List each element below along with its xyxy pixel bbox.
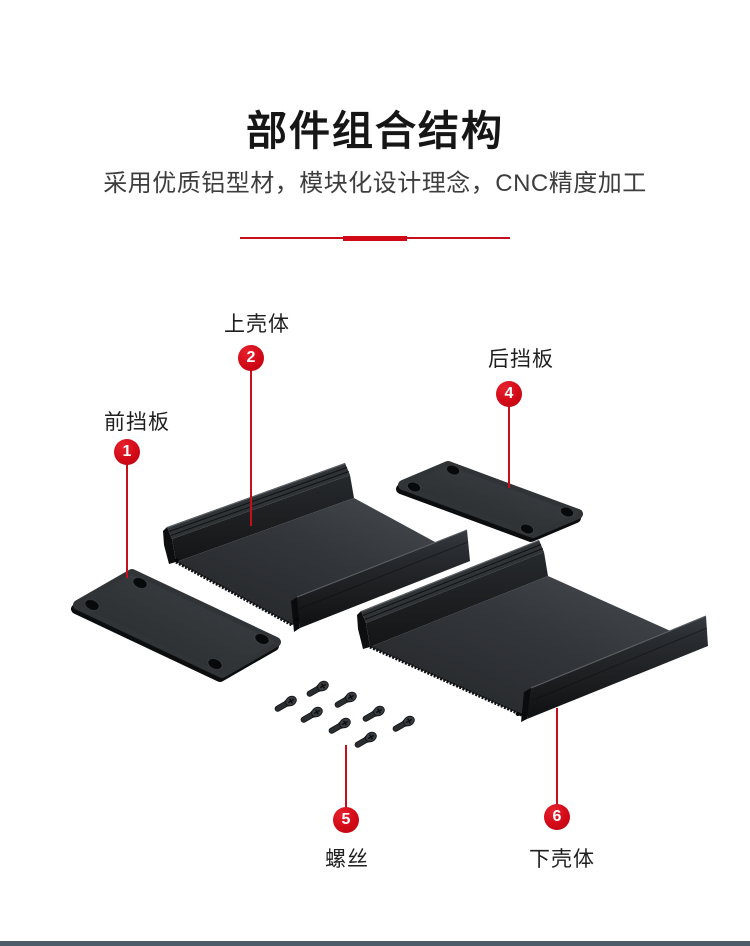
divider-center-bar bbox=[343, 235, 407, 241]
leader-line-upper-shell bbox=[250, 370, 252, 526]
callout-label-rear-plate: 后挡板 bbox=[488, 348, 554, 371]
callout-badge-screws: 5 bbox=[333, 807, 359, 833]
screw bbox=[272, 693, 299, 715]
callout-label-front-plate: 前挡板 bbox=[104, 411, 170, 434]
front-plate-image bbox=[71, 569, 281, 682]
screw bbox=[298, 704, 325, 726]
leader-line-screws bbox=[345, 745, 347, 808]
callout-label-lower-shell: 下壳体 bbox=[529, 848, 595, 871]
leader-line-lower-shell bbox=[556, 708, 558, 805]
page-title: 部件组合结构 bbox=[246, 108, 504, 154]
screw bbox=[326, 715, 353, 737]
screw bbox=[390, 713, 417, 735]
leader-line-front-plate bbox=[126, 464, 128, 578]
screw bbox=[332, 689, 359, 711]
callout-badge-rear-plate: 4 bbox=[496, 381, 522, 407]
screws-image bbox=[272, 678, 417, 751]
page-subtitle: 采用优质铝型材，模块化设计理念，CNC精度加工 bbox=[103, 170, 647, 197]
screw bbox=[304, 678, 331, 700]
callout-badge-lower-shell: 6 bbox=[544, 804, 570, 830]
callout-label-upper-shell: 上壳体 bbox=[224, 313, 290, 336]
rear-plate-image bbox=[396, 461, 583, 542]
lower-shell-image bbox=[357, 539, 708, 722]
screw bbox=[352, 729, 379, 751]
upper-shell-image bbox=[163, 462, 470, 632]
screw bbox=[360, 703, 387, 725]
title-divider bbox=[240, 235, 510, 241]
callout-badge-front-plate: 1 bbox=[114, 439, 140, 465]
callout-label-screws: 螺丝 bbox=[325, 848, 369, 871]
leader-line-rear-plate bbox=[508, 406, 510, 488]
footer-bar bbox=[0, 941, 750, 946]
callout-badge-upper-shell: 2 bbox=[238, 345, 264, 371]
